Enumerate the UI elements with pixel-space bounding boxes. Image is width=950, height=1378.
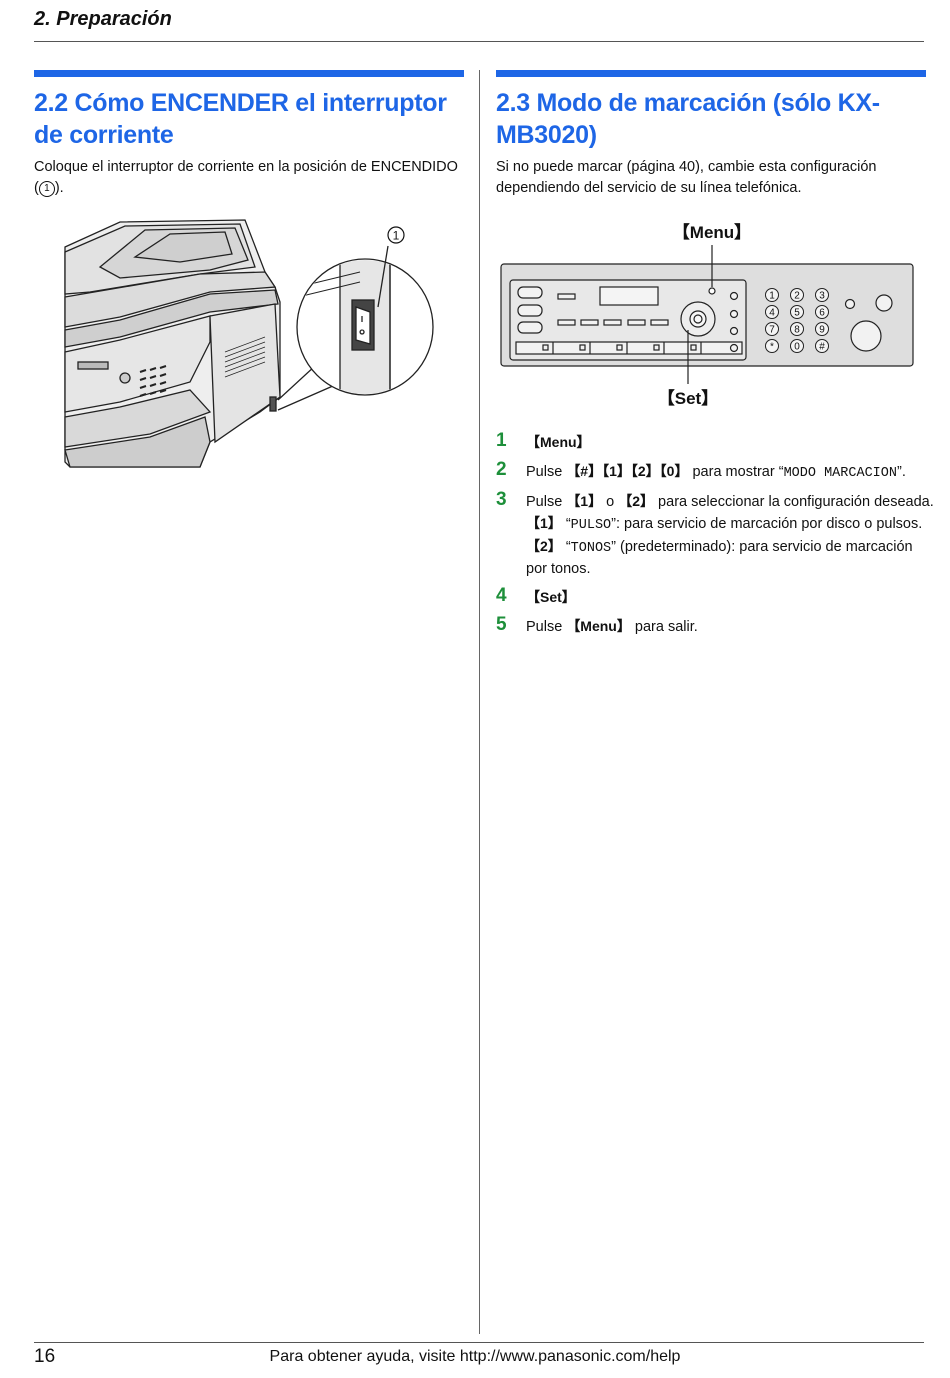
step-text: ”. [896, 464, 906, 480]
step-text: para mostrar “ [688, 464, 784, 480]
keypad-key [765, 288, 779, 302]
keypad-key [815, 322, 829, 336]
key-menu: 【Menu】 [526, 434, 591, 450]
keypad-key-label: 0 [794, 342, 800, 353]
keypad-key-label: 1 [769, 291, 775, 302]
keypad-key-label: 6 [819, 308, 825, 319]
callout-marker: 1 [393, 229, 400, 243]
keypad-key [790, 322, 804, 336]
key-2: 【2】 [618, 493, 655, 509]
step-number: 2 [496, 459, 507, 480]
step-text: para salir. [630, 619, 698, 635]
keypad-key-label: 7 [769, 325, 775, 336]
display-text: MODO MARCACION [783, 466, 897, 481]
step-number: 1 [496, 430, 507, 451]
keypad-key [790, 305, 804, 319]
step-5: 5 Pulse 【Menu】 para salir. [496, 614, 936, 638]
option-key: 【2】 [526, 538, 562, 554]
option-key: 【1】 [526, 515, 562, 531]
keypad-key [815, 305, 829, 319]
menu-label: 【Menu】 [673, 222, 751, 242]
section-bar [496, 70, 926, 77]
key-set: 【Set】 [526, 589, 576, 605]
machine-power-switch-figure: 1 [64, 219, 434, 468]
section-title: 2.2 Cómo ENCENDER el interruptor de corr… [34, 89, 447, 149]
keypad-key [790, 288, 804, 302]
circled-marker: 1 [38, 181, 55, 197]
footer-help-text: Para obtener ayuda, visite http://www.pa… [269, 1348, 681, 1365]
step-number: 3 [496, 489, 507, 510]
key-sequence: 【#】【1】【2】【0】 [566, 463, 689, 479]
section-text: Coloque el interruptor de corriente en l… [34, 157, 464, 199]
keypad-key [790, 339, 804, 353]
step-text: Pulse [526, 494, 567, 510]
keypad-key [815, 288, 829, 302]
section-dialing-mode: 2.3 Modo de marcación (sólo KX-MB3020) S… [496, 70, 926, 199]
set-label: 【Set】 [658, 388, 718, 408]
section-title: 2.3 Modo de marcación (sólo KX-MB3020) [496, 89, 880, 149]
step-text: o [602, 494, 619, 510]
keypad-key [815, 339, 829, 353]
keypad-key-label: 9 [819, 325, 825, 336]
steps-list: 1 【Menu】 2 Pulse 【#】【1】【2】【0】 para mostr… [496, 430, 936, 645]
text-after: ). [54, 180, 64, 196]
keypad-key-label: 8 [794, 325, 800, 336]
step-3: 3 Pulse 【1】 o 【2】 para seleccionar la co… [496, 489, 936, 580]
keypad-key-label: 2 [794, 291, 800, 302]
display-text: TONOS [570, 541, 612, 556]
step-text: Pulse [526, 464, 567, 480]
step-number: 5 [496, 614, 507, 635]
section-bar [34, 70, 464, 77]
column-divider [479, 70, 480, 1334]
step-2: 2 Pulse 【#】【1】【2】【0】 para mostrar “MODO … [496, 459, 936, 484]
section-text: Si no puede marcar (página 40), cambie e… [496, 159, 877, 196]
control-panel-figure: 【Menu】 【Set】 [500, 222, 914, 408]
section-power-switch: 2.2 Cómo ENCENDER el interruptor de corr… [34, 70, 464, 199]
step-4: 4 【Set】 [496, 585, 936, 609]
header-rule [34, 41, 924, 42]
option-text: “ [561, 516, 571, 532]
keypad-key-label: 3 [819, 291, 825, 302]
page-number: 16 [34, 1346, 56, 1367]
keypad-key-label: * [770, 342, 774, 353]
keypad-key [765, 322, 779, 336]
keypad-key [765, 339, 779, 353]
display-text: PULSO [570, 518, 612, 533]
text-before: Coloque el interruptor de corriente en l… [34, 159, 458, 196]
step-text: Pulse [526, 619, 567, 635]
key-1: 【1】 [566, 493, 603, 509]
key-menu: 【Menu】 [566, 618, 631, 634]
keypad-key-label: 5 [794, 308, 800, 319]
step-text: para seleccionar la configuración desead… [654, 494, 934, 510]
step-number: 4 [496, 585, 507, 606]
keypad-key-label: 4 [769, 308, 775, 319]
step-1: 1 【Menu】 [496, 430, 936, 454]
numeric-keypad: 1 2 3 4 5 6 7 8 9 * 0 # [765, 288, 829, 353]
keypad-key-label: # [819, 342, 825, 353]
keypad-key [765, 305, 779, 319]
option-text: “ [561, 539, 571, 555]
footer-rule [34, 1342, 924, 1343]
option-text: ”: para servicio de marcación por disco … [611, 516, 923, 532]
chapter-header: 2. Preparación [34, 8, 172, 30]
option-text: ” (predeterminado): para servicio de mar… [526, 539, 913, 577]
